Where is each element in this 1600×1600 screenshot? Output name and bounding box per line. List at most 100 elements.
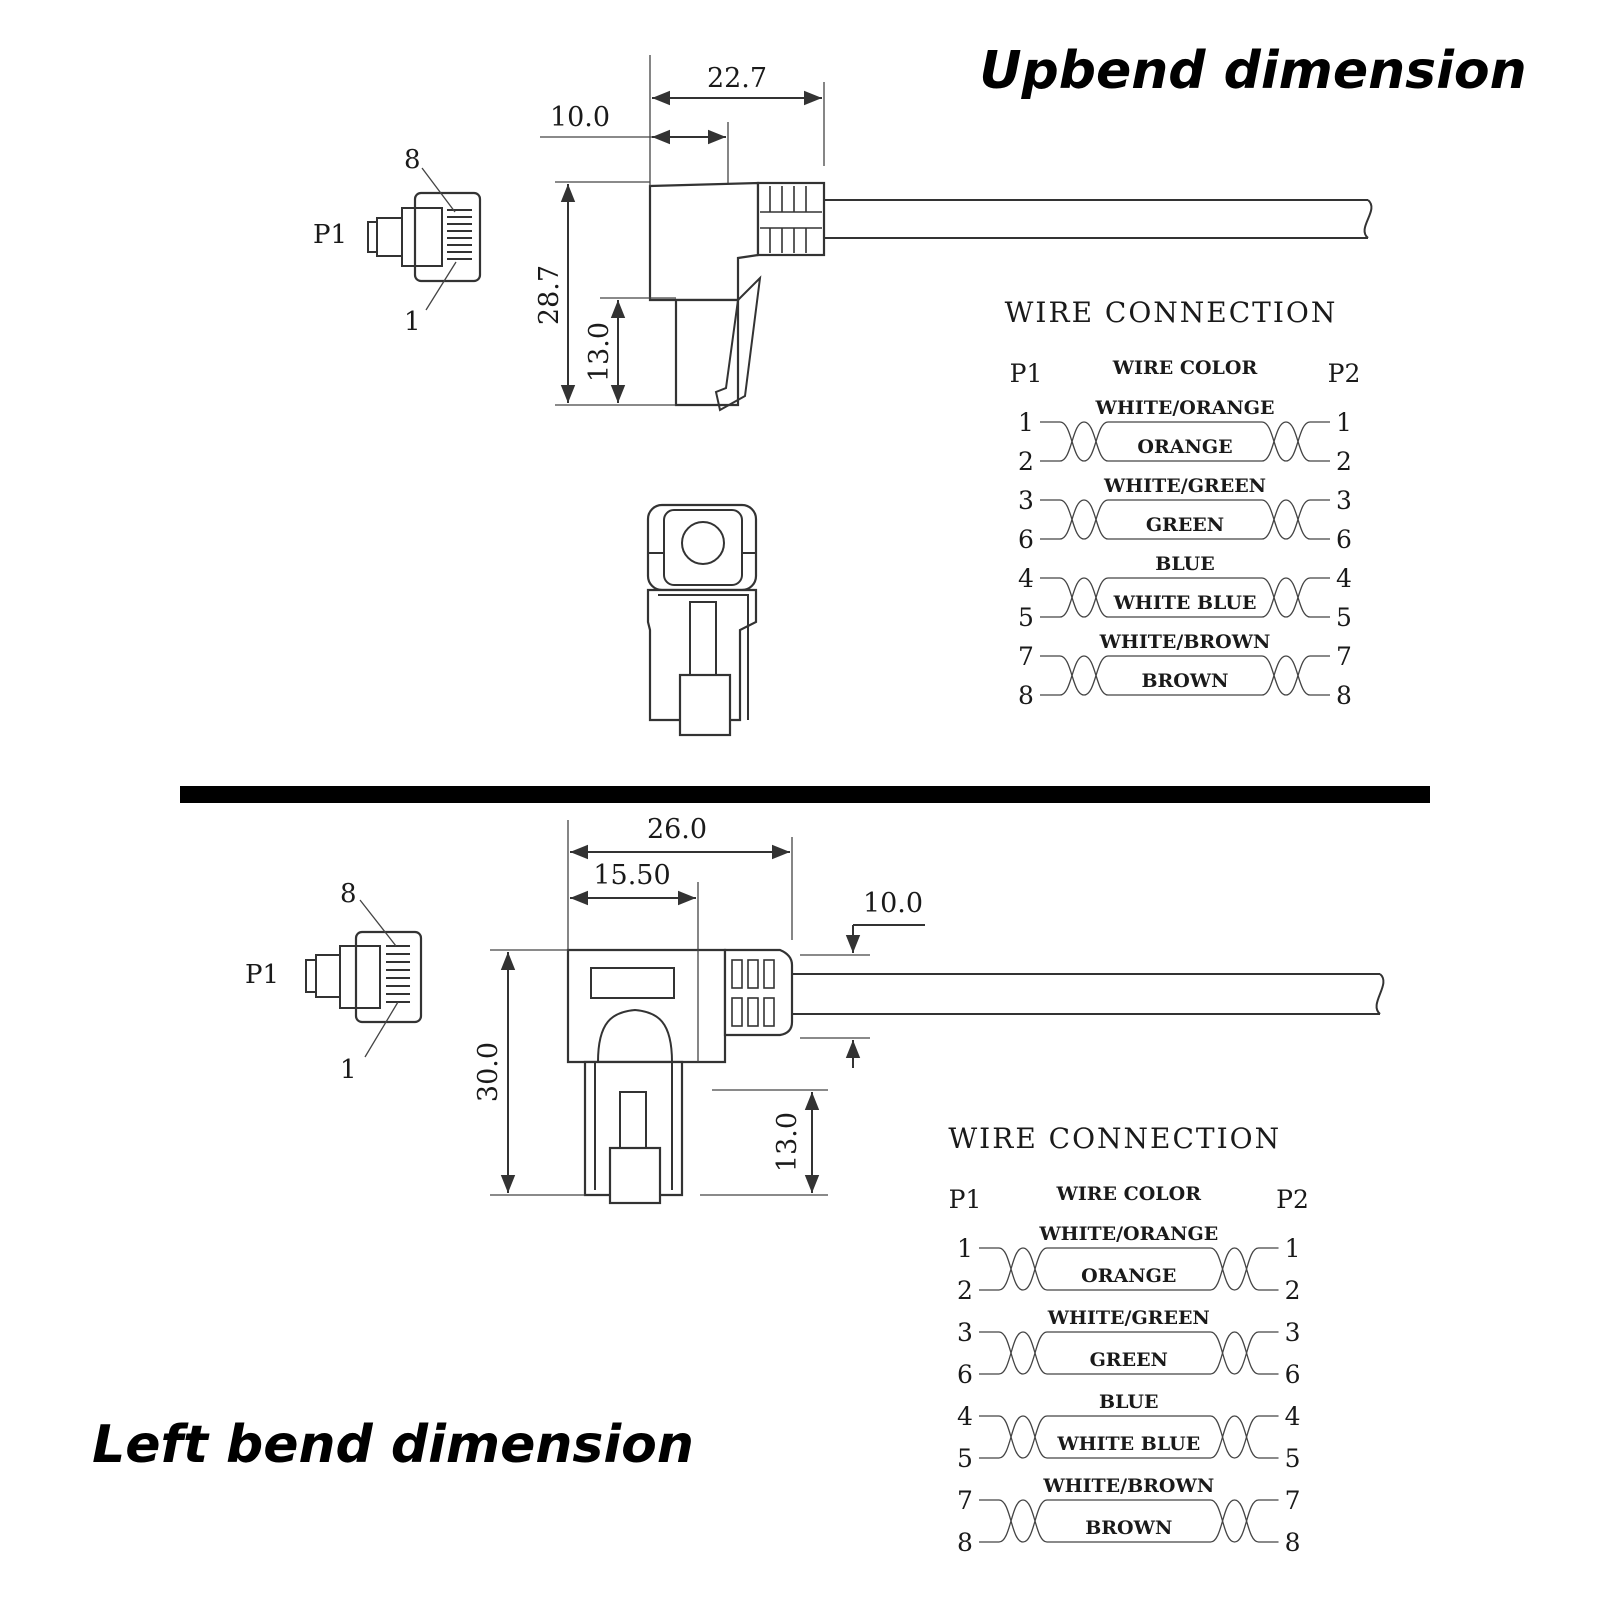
leftbend-wiring-pair-4: 7 8 7 8 WHITE/BROWN BROWN <box>957 1475 1300 1557</box>
leftbend-wiring-wire-color: WHITE BLUE <box>1056 1433 1200 1455</box>
leftbend-pin-8: 8 <box>340 879 357 909</box>
upbend-wiring-p2-pin: 6 <box>1336 525 1352 554</box>
leftbend-wiring-p1-pin: 1 <box>957 1234 973 1263</box>
leftbend-wiring-wire-color: WHITE/GREEN <box>1047 1307 1210 1329</box>
upbend-wiring-wire <box>1040 499 1330 540</box>
upbend-wiring-wire <box>1040 499 1330 540</box>
leftbend-wiring-wire <box>979 1247 1279 1291</box>
upbend-wiring-p1-pin: 8 <box>1018 681 1034 710</box>
upbend-wiring-p2-pin: 1 <box>1336 408 1352 437</box>
upbend-dim-width-total: 22.7 <box>707 63 767 94</box>
upbend-wiring-wire <box>1040 421 1330 462</box>
leftbend-wiring-p2-pin: 7 <box>1285 1486 1301 1515</box>
upbend-dimension-lines <box>540 55 825 406</box>
leftbend-wiring-p1-pin: 3 <box>957 1318 973 1347</box>
leftbend-wiring-p1-pin: 2 <box>957 1276 973 1305</box>
section-divider <box>180 786 1430 803</box>
upbend-wiring-p2-label: P2 <box>1328 359 1361 388</box>
leftbend-plug-label: P1 <box>245 960 279 990</box>
upbend-dim-width-front: 10.0 <box>550 102 610 133</box>
leftbend-plug-front-view <box>305 899 423 1058</box>
leftbend-wiring-p2-pin: 1 <box>1285 1234 1301 1263</box>
upbend-wiring-pair-1: 1 2 1 2 WHITE/ORANGE ORANGE <box>1018 397 1352 476</box>
leftbend-wiring-p1-pin: 5 <box>957 1444 973 1473</box>
leftbend-wiring-wire <box>979 1415 1279 1459</box>
leftbend-wiring-pair-3: 4 5 4 5 BLUE WHITE BLUE <box>957 1391 1300 1473</box>
upbend-title: Upbend dimension <box>979 41 1526 101</box>
upbend-wiring-wire <box>1040 655 1330 696</box>
upbend-plug-label: P1 <box>313 220 347 250</box>
leftbend-wiring-wire <box>979 1499 1279 1543</box>
upbend-pin-8: 8 <box>404 145 421 175</box>
upbend-wiring-p2-pin: 2 <box>1336 447 1352 476</box>
upbend-wiring-p2-pin: 7 <box>1336 642 1352 671</box>
upbend-pin-1: 1 <box>404 307 421 337</box>
upbend-connector-end-view <box>646 503 758 737</box>
upbend-wiring-color-header: WIRE COLOR <box>1112 357 1258 379</box>
leftbend-wiring-wire-color: WHITE/BROWN <box>1042 1475 1214 1497</box>
upbend-wiring-pair-3: 4 5 4 5 BLUE WHITE BLUE <box>1018 553 1352 632</box>
leftbend-wiring-p1-pin: 4 <box>957 1402 973 1431</box>
leftbend-wiring-wire <box>979 1499 1279 1543</box>
upbend-wiring-p1-pin: 5 <box>1018 603 1034 632</box>
leftbend-dim-height-plug: 13.0 <box>772 1112 803 1172</box>
leftbend-dimension-lines <box>490 820 925 1196</box>
leftbend-pin-1: 1 <box>340 1055 357 1085</box>
upbend-wiring-p2-pin: 3 <box>1336 486 1352 515</box>
leftbend-wiring-p2-pin: 6 <box>1285 1360 1301 1389</box>
leftbend-wiring-wire <box>979 1331 1279 1375</box>
leftbend-wiring-p2-label: P2 <box>1276 1185 1309 1214</box>
upbend-wiring-p1-pin: 1 <box>1018 408 1034 437</box>
upbend-wiring-p1-pin: 3 <box>1018 486 1034 515</box>
upbend-wiring-wire-color: WHITE/GREEN <box>1103 475 1266 497</box>
leftbend-wiring-p1-pin: 8 <box>957 1528 973 1557</box>
upbend-wiring-title: WIRE CONNECTION <box>1005 296 1338 329</box>
upbend-plug-front-view <box>367 167 482 311</box>
upbend-wiring-wire <box>1040 577 1330 618</box>
upbend-dim-height-plug: 13.0 <box>584 322 615 382</box>
leftbend-connector-side-view <box>566 948 1385 1205</box>
leftbend-wiring-p1-pin: 6 <box>957 1360 973 1389</box>
leftbend-wiring-p2-pin: 4 <box>1285 1402 1301 1431</box>
upbend-dim-height-total: 28.7 <box>534 265 565 325</box>
leftbend-dim-cable-dia: 10.0 <box>863 888 923 919</box>
upbend-wiring-p1-pin: 7 <box>1018 642 1034 671</box>
upbend-wiring-wire-color: BLUE <box>1155 553 1214 575</box>
upbend-wiring-wire-color: WHITE BLUE <box>1113 592 1257 614</box>
upbend-wiring-p1-pin: 2 <box>1018 447 1034 476</box>
upbend-wiring-p2-pin: 4 <box>1336 564 1352 593</box>
leftbend-wiring-wire <box>979 1331 1279 1375</box>
upbend-wiring-p1-pin: 4 <box>1018 564 1034 593</box>
leftbend-title: Left bend dimension <box>92 1415 694 1475</box>
upbend-wiring-wire-color: ORANGE <box>1137 436 1232 458</box>
leftbend-wiring-p2-pin: 3 <box>1285 1318 1301 1347</box>
upbend-connector-side-view <box>648 181 1373 412</box>
leftbend-wiring-color-header: WIRE COLOR <box>1056 1183 1202 1205</box>
leftbend-dim-width-total: 26.0 <box>647 814 707 845</box>
upbend-wiring-wire-color: WHITE/ORANGE <box>1095 397 1275 419</box>
leftbend-wiring-wire-color: BROWN <box>1085 1517 1172 1539</box>
upbend-wiring-wire-color: WHITE/BROWN <box>1099 631 1271 653</box>
leftbend-wiring-p2-pin: 5 <box>1285 1444 1301 1473</box>
leftbend-wiring-p2-pin: 2 <box>1285 1276 1301 1305</box>
leftbend-wiring-wire-color: ORANGE <box>1081 1265 1176 1287</box>
leftbend-wiring-title: WIRE CONNECTION <box>948 1122 1281 1155</box>
leftbend-dim-height-total: 30.0 <box>473 1042 504 1102</box>
leftbend-wiring-p2-pin: 8 <box>1285 1528 1301 1557</box>
leftbend-wiring-wire-color: GREEN <box>1090 1349 1168 1371</box>
leftbend-wiring-p1-pin: 7 <box>957 1486 973 1515</box>
leftbend-wiring-pair-2: 3 6 3 6 WHITE/GREEN GREEN <box>957 1307 1300 1389</box>
leftbend-wiring-wire <box>979 1415 1279 1459</box>
leftbend-dim-width-front: 15.50 <box>593 860 670 891</box>
upbend-wiring-wire <box>1040 655 1330 696</box>
leftbend-wiring-p1-label: P1 <box>949 1185 982 1214</box>
leftbend-wiring-wire <box>979 1247 1279 1291</box>
leftbend-wiring-wire-color: BLUE <box>1099 1391 1158 1413</box>
upbend-wiring-wire-color: GREEN <box>1146 514 1224 536</box>
upbend-wiring-wire-color: BROWN <box>1141 670 1228 692</box>
upbend-wiring-p2-pin: 5 <box>1336 603 1352 632</box>
